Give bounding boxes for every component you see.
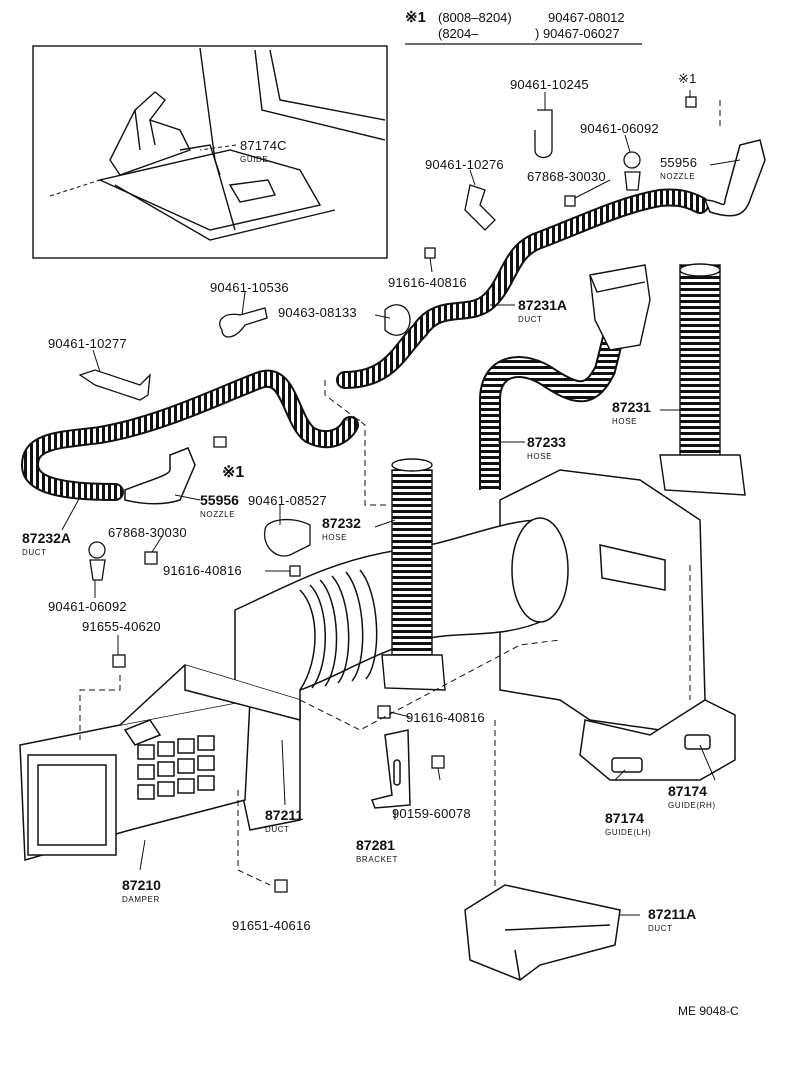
nozzle-55956-top-shape bbox=[703, 139, 766, 217]
label-87231: 87231 HOSE bbox=[612, 400, 651, 426]
hose-87233-shape bbox=[479, 327, 626, 490]
label-90463-08133: 90463-08133 bbox=[278, 305, 357, 320]
nozzle-55956-mid-shape bbox=[124, 447, 196, 505]
label-90461-06092-mid: 90461-06092 bbox=[48, 599, 127, 614]
label-91616-40816-top: 91616-40816 bbox=[388, 275, 467, 290]
header-line2-part: ) 90467-06027 bbox=[535, 26, 620, 41]
label-87231A-number: 87231A bbox=[518, 297, 568, 313]
label-90461-10245: 90461-10245 bbox=[510, 77, 589, 92]
label-55956-mid-number: 55956 bbox=[200, 492, 239, 508]
label-87210-name: DAMPER bbox=[122, 895, 160, 904]
label-mark-mid: ※1 bbox=[222, 464, 245, 481]
label-87174-lh-number: 87174 bbox=[605, 810, 644, 826]
label-87231A-name: DUCT bbox=[518, 315, 543, 324]
header-mark: ※1 bbox=[405, 9, 426, 26]
label-55956-top-number: 55956 bbox=[660, 155, 698, 170]
label-87281: 87281 BRACKET bbox=[356, 838, 398, 864]
label-87231-name: HOSE bbox=[612, 417, 638, 426]
inset-leader-lines bbox=[49, 144, 237, 197]
label-90159-60078: 90159-60078 bbox=[392, 806, 471, 821]
label-87211A-name: DUCT bbox=[648, 924, 673, 933]
label-87232-name: HOSE bbox=[322, 533, 348, 542]
label-67868-30030-mid: 67868-30030 bbox=[108, 525, 187, 540]
header-line2-range: (8204– bbox=[438, 26, 479, 41]
label-mark-top: ※1 bbox=[678, 71, 697, 86]
label-87174-rh: 87174 GUIDE(RH) bbox=[668, 784, 716, 810]
label-87233-number: 87233 bbox=[527, 434, 566, 450]
label-90461-08527: 90461-08527 bbox=[248, 493, 327, 508]
label-87211-name: DUCT bbox=[265, 825, 290, 834]
hose-87232-shape bbox=[381, 458, 446, 691]
label-87232A-name: DUCT bbox=[22, 548, 47, 557]
label-87211-number: 87211 bbox=[265, 807, 304, 823]
duct-87211A-shape bbox=[464, 884, 621, 981]
inset-part-label: 87174C GUIDE bbox=[240, 138, 287, 164]
phantom-lines bbox=[79, 100, 721, 890]
fasteners bbox=[78, 96, 697, 893]
diagram-code: ME 9048-C bbox=[678, 1004, 739, 1018]
damper-87210-shape bbox=[19, 664, 301, 861]
label-87211A: 87211A DUCT bbox=[648, 907, 696, 933]
label-91616-40816-mid: 91616-40816 bbox=[163, 563, 242, 578]
label-87174-rh-name: GUIDE(RH) bbox=[668, 801, 716, 810]
inset-box bbox=[32, 45, 388, 259]
label-87232: 87232 HOSE bbox=[322, 516, 361, 542]
label-87174-lh-name: GUIDE(LH) bbox=[605, 828, 652, 837]
label-87233: 87233 HOSE bbox=[527, 435, 566, 461]
hose-87231-shape bbox=[659, 263, 746, 496]
bracket-87281-shape bbox=[371, 729, 411, 809]
label-87232A: 87232A DUCT bbox=[22, 531, 71, 557]
label-90461-10536: 90461-10536 bbox=[210, 280, 289, 295]
label-87281-number: 87281 bbox=[356, 837, 395, 853]
header-line1-part: 90467-08012 bbox=[548, 10, 625, 25]
label-55956-top-name: NOZZLE bbox=[660, 172, 696, 181]
header-line1-range: (8008–8204) bbox=[438, 10, 512, 25]
label-87174-rh-number: 87174 bbox=[668, 783, 707, 799]
label-91651-40616: 91651-40616 bbox=[232, 918, 311, 933]
label-55956-mid: 55956 NOZZLE bbox=[200, 493, 239, 519]
label-90461-10276: 90461-10276 bbox=[425, 157, 504, 172]
label-87211A-number: 87211A bbox=[648, 906, 697, 922]
duct-87211-shape bbox=[234, 517, 569, 831]
inset-part-number: 87174C bbox=[240, 138, 287, 153]
label-87231A: 87231A DUCT bbox=[518, 298, 567, 324]
label-91655-40620: 91655-40620 bbox=[82, 619, 161, 634]
label-87210-number: 87210 bbox=[122, 877, 161, 893]
label-87210: 87210 DAMPER bbox=[122, 878, 161, 904]
duct-87231A-outlet bbox=[589, 264, 651, 351]
label-87211: 87211 DUCT bbox=[265, 808, 303, 834]
label-87231-number: 87231 bbox=[612, 399, 651, 415]
label-55956-top: 55956 NOZZLE bbox=[660, 155, 697, 181]
heater-unit bbox=[499, 469, 736, 781]
label-87233-name: HOSE bbox=[527, 452, 553, 461]
label-67868-30030-top: 67868-30030 bbox=[527, 169, 606, 184]
inset-part-name: GUIDE bbox=[240, 155, 269, 164]
label-90461-10277: 90461-10277 bbox=[48, 336, 127, 351]
label-87232A-number: 87232A bbox=[22, 530, 72, 546]
label-87174-lh: 87174 GUIDE(LH) bbox=[605, 811, 651, 837]
label-55956-mid-name: NOZZLE bbox=[200, 510, 236, 519]
label-87232-number: 87232 bbox=[322, 515, 361, 531]
label-91616-40816-low: 91616-40816 bbox=[406, 710, 485, 725]
label-87281-name: BRACKET bbox=[356, 855, 398, 864]
label-90461-06092-top: 90461-06092 bbox=[580, 121, 659, 136]
